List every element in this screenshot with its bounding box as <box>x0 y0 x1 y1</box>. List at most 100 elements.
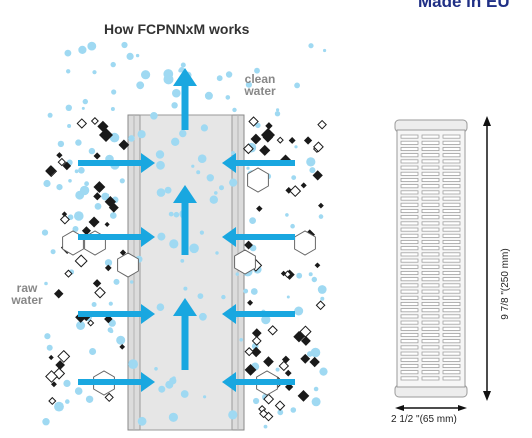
bubble <box>76 321 86 330</box>
light-particle <box>45 370 58 383</box>
bubble <box>78 45 87 55</box>
cartridge-slot <box>442 376 461 381</box>
cartridge-slot <box>400 345 419 350</box>
inflow-arrow-left-2-shaft <box>78 234 141 240</box>
bubble <box>231 151 236 156</box>
bubble <box>54 401 64 412</box>
bubble <box>154 367 158 371</box>
cartridge-slot <box>421 332 440 337</box>
bubble <box>225 95 231 100</box>
inflow-arrow-left-2-head <box>141 227 155 247</box>
cartridge-slot <box>400 326 419 331</box>
bubble <box>88 147 96 155</box>
dark-particle <box>104 221 110 227</box>
bubble <box>253 397 260 405</box>
cartridge-slot <box>400 258 419 263</box>
bubble <box>323 48 327 53</box>
dark-particle <box>312 170 323 181</box>
bubble <box>119 178 125 184</box>
cartridge-slot <box>421 177 440 182</box>
dark-particle <box>92 279 102 288</box>
bubble <box>180 62 186 68</box>
bubble <box>294 306 304 316</box>
cartridge-slot <box>442 252 461 257</box>
inflow-arrow-right-4-head <box>222 372 236 392</box>
cartridge-slot <box>442 227 461 232</box>
light-particle <box>278 360 290 372</box>
bubble <box>79 185 90 196</box>
bubble <box>85 395 94 403</box>
light-particle <box>76 118 88 129</box>
bubble <box>164 186 172 194</box>
bubble <box>78 167 85 174</box>
outflow-arrow-mid-head <box>173 185 197 203</box>
cartridge-slot <box>442 301 461 306</box>
bubble <box>81 106 85 110</box>
bubble <box>239 338 243 342</box>
light-particle <box>87 319 95 327</box>
cartridge-slot <box>442 277 461 282</box>
large-particle <box>247 167 269 193</box>
light-particle <box>74 254 88 268</box>
cartridge-slot <box>400 289 419 294</box>
dark-particle <box>244 363 257 376</box>
filter-cartridge <box>394 119 468 398</box>
bubble <box>197 154 207 163</box>
bubble <box>84 181 89 187</box>
cartridge-slot <box>421 140 440 145</box>
outflow-arrow-low-head <box>173 298 197 316</box>
bubble <box>180 259 185 263</box>
cartridge-slot <box>400 227 419 232</box>
cartridge-slot <box>442 339 461 344</box>
dark-particle <box>318 202 324 209</box>
cartridge-slot <box>421 308 440 313</box>
bubble <box>128 135 135 142</box>
inflow-arrow-right-3-shaft <box>236 311 295 317</box>
dark-particle <box>53 288 64 299</box>
cartridge-slot <box>421 208 440 213</box>
bubble <box>44 281 48 286</box>
cartridge-slot <box>442 146 461 151</box>
bubble <box>180 390 189 398</box>
light-particle <box>59 214 70 225</box>
light-particle <box>276 136 284 144</box>
bubble <box>276 108 280 112</box>
light-particle <box>317 119 327 130</box>
bubble <box>216 75 223 82</box>
cartridge-slot <box>400 202 419 207</box>
dark-particle <box>50 381 57 388</box>
bubble <box>47 112 53 118</box>
bubble <box>291 175 297 181</box>
cartridge-slot <box>442 208 461 213</box>
bubble <box>75 139 82 146</box>
cartridge-slot <box>421 233 440 238</box>
bubble <box>235 272 239 276</box>
bubble <box>130 280 134 284</box>
light-particle <box>267 325 278 336</box>
cartridge-slot <box>442 345 461 350</box>
dark-particle <box>259 144 271 156</box>
bubble <box>183 286 188 291</box>
bubble <box>63 379 71 387</box>
cartridge-slot <box>400 221 419 226</box>
bubble <box>110 212 117 219</box>
cartridge-slot <box>421 196 440 201</box>
bubble <box>65 104 73 112</box>
cartridge-slot <box>421 146 440 151</box>
height-dimension <box>483 116 491 401</box>
bubble <box>92 70 97 75</box>
dark-particle <box>118 139 130 151</box>
cartridge-slot <box>400 320 419 325</box>
cartridge-slot <box>400 370 419 375</box>
cartridge-slot <box>442 246 461 251</box>
cartridge-slot <box>421 153 440 158</box>
dark-particle <box>261 128 275 142</box>
cartridge-slot <box>400 140 419 145</box>
cartridge-slot <box>421 202 440 207</box>
cartridge-slot <box>400 351 419 356</box>
inflow-arrow-right-2-shaft <box>236 234 295 240</box>
cartridge-slot <box>442 320 461 325</box>
bubble <box>296 272 303 279</box>
bubble <box>156 160 165 170</box>
dark-particle <box>75 311 87 323</box>
